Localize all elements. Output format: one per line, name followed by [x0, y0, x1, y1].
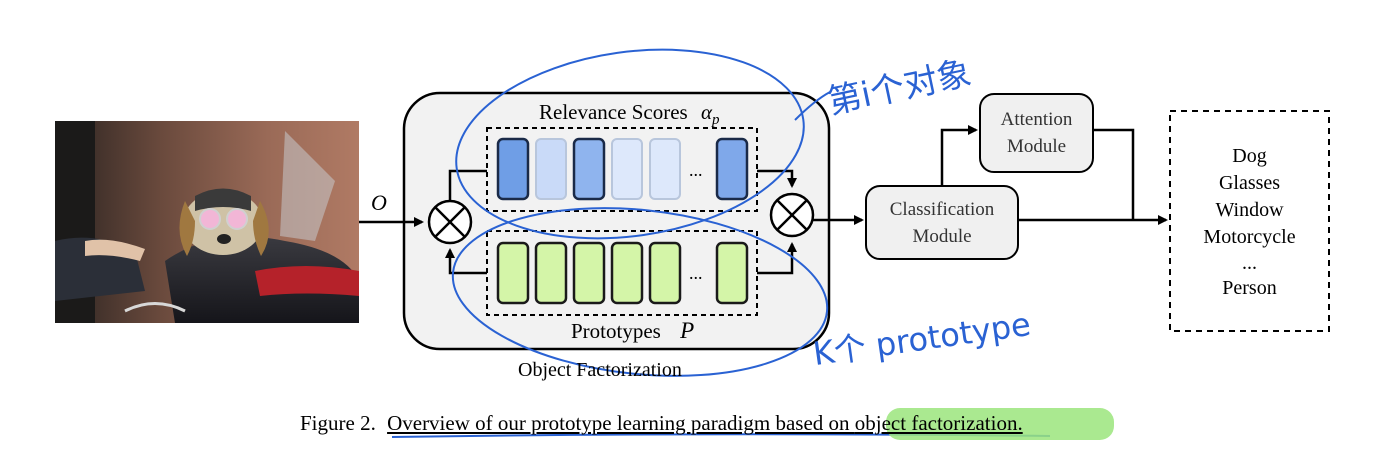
relevance-scores-box — [486, 127, 758, 212]
output-ellipsis: ... — [1242, 252, 1257, 274]
relevance-ellipse-annotation — [455, 48, 805, 240]
relevance-cell — [715, 137, 749, 201]
prototype-cell — [496, 241, 530, 305]
output-label: Window — [1215, 199, 1284, 221]
relevance-ellipsis: ... — [689, 160, 703, 180]
annotation-pointer — [794, 91, 831, 121]
caption-text-b: object factorization. — [854, 411, 1023, 435]
output-label: Glasses — [1218, 172, 1281, 194]
multiply-node-left — [427, 199, 473, 245]
relevance-cell — [572, 137, 606, 201]
alpha-symbol: α — [700, 100, 712, 124]
caption-highlight — [886, 408, 1114, 440]
input-symbol: O — [371, 190, 387, 215]
relevance-cell — [535, 138, 567, 200]
output-labels: Dog Glasses Window Motorcycle ... Person — [1170, 143, 1329, 302]
prototype-cell — [715, 241, 749, 305]
attention-module-box — [979, 93, 1094, 173]
figure-caption: Figure 2. Overview of our prototype lear… — [300, 411, 1023, 436]
caption-text-a: Overview of our prototype learning parad… — [387, 411, 855, 435]
relevance-score-cells — [496, 137, 749, 201]
prototypes-label: Prototypes P — [571, 318, 694, 344]
prototype-cells — [496, 241, 749, 305]
classification-module-label: Classification Module — [866, 196, 1018, 250]
prototype-symbol: P — [680, 318, 695, 343]
prototype-cell — [648, 241, 682, 305]
classification-line2: Module — [912, 226, 972, 247]
dog-motorcycle-photo — [55, 121, 359, 323]
output-label: Motorcycle — [1203, 226, 1296, 248]
prototypes-ellipsis: ... — [689, 263, 703, 283]
prototype-cell — [572, 241, 606, 305]
caption-prefix: Figure 2. — [300, 411, 376, 435]
relevance-cell — [611, 138, 643, 200]
attention-module-label: Attention Module — [980, 106, 1093, 160]
prototype-cell — [610, 241, 644, 305]
output-labels-box — [1169, 110, 1330, 332]
attention-line1: Attention — [1000, 109, 1073, 130]
relevance-scores-text: Relevance Scores — [539, 100, 688, 124]
object-factorization-title: Object Factorization — [518, 359, 682, 381]
relevance-cell — [649, 138, 681, 200]
relevance-scores-label: Relevance Scores αp — [539, 100, 719, 129]
classification-line1: Classification — [889, 199, 995, 220]
prototype-cell — [534, 241, 568, 305]
prototype-ellipse-annotation — [451, 207, 829, 377]
output-label: Dog — [1232, 145, 1267, 167]
alpha-subscript: p — [711, 112, 720, 129]
relevance-cell — [496, 137, 530, 201]
prototypes-text: Prototypes — [571, 319, 661, 343]
multiply-node-right — [769, 192, 815, 238]
attention-line2: Module — [1006, 136, 1067, 157]
output-label: Person — [1222, 277, 1277, 299]
